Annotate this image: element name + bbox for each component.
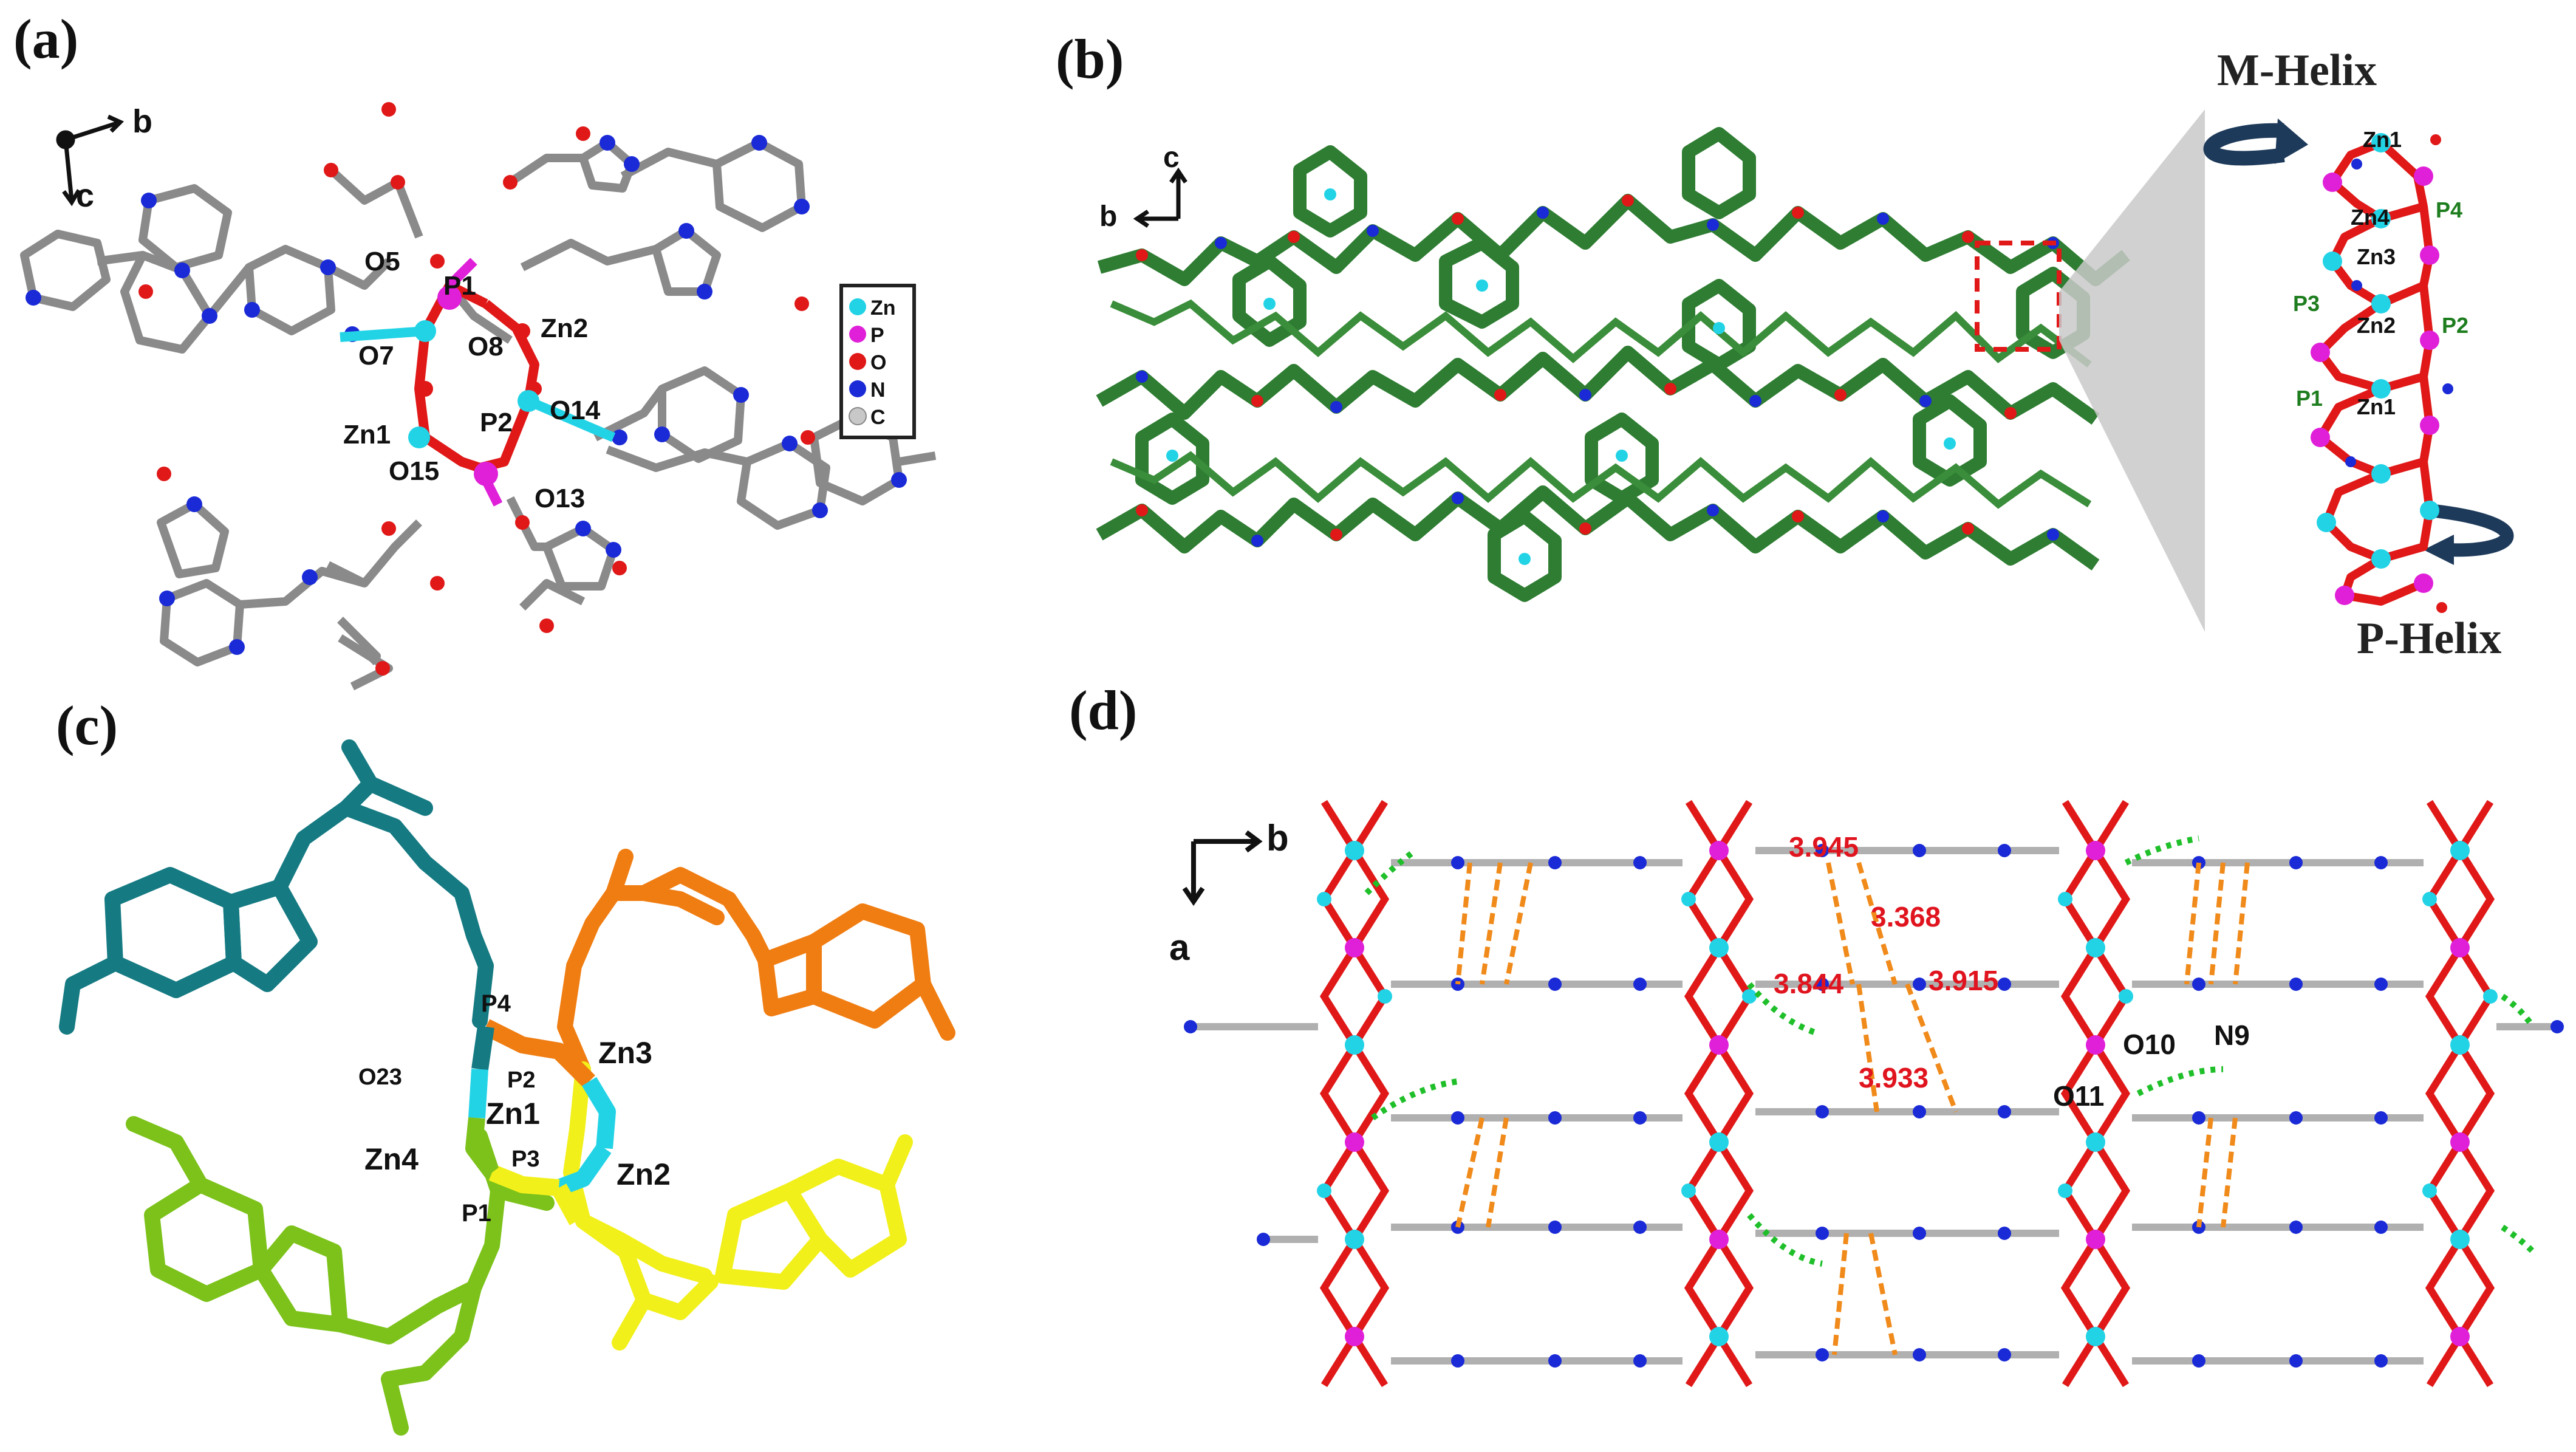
atom-label: N9: [2214, 1019, 2250, 1051]
panel-a-letter: (a): [13, 8, 78, 70]
panel-a-oxygen-atoms: [138, 102, 815, 676]
m-helix-rotation-arrow: [2203, 118, 2308, 166]
zn-label: Zn1: [2357, 394, 2396, 419]
panel-c-metal-ring: [465, 1019, 616, 1225]
p-label: P4: [2436, 197, 2462, 222]
panel-c: (c): [56, 694, 955, 1436]
atom-label: O7: [358, 341, 394, 371]
panel-a-legend: Zn P O N C: [839, 284, 916, 439]
zn-label: Zn4: [2351, 205, 2390, 230]
zn-label: Zn1: [2363, 127, 2402, 152]
panel-d-nitrogen-atoms: [1184, 844, 2564, 1368]
axis-c-label: c: [1163, 142, 1180, 174]
panel-b-framework-detail: [1110, 299, 2092, 509]
atom-label: O5: [364, 247, 400, 276]
atom-label: O15: [389, 456, 439, 486]
legend-item: C: [849, 406, 886, 429]
panel-a: (a) b c: [13, 8, 937, 691]
legend-label: P: [870, 324, 884, 347]
panel-c-labels: P4 O23 Zn3 P2 Zn1 Zn4 P3 Zn2 P1: [358, 990, 671, 1227]
panel-b-heteroatoms: [1136, 188, 2059, 565]
panel-b-axes: [1133, 167, 1187, 228]
distance-label: 3.915: [1929, 965, 1998, 996]
ring-label: O23: [358, 1064, 402, 1090]
lime-ligand-strand: [126, 1116, 555, 1436]
ring-label: Zn1: [486, 1097, 540, 1131]
atom-label: O8: [468, 332, 504, 361]
ring-label: P2: [507, 1067, 535, 1093]
zn-label: Zn3: [2357, 244, 2396, 269]
ring-label: P1: [462, 1200, 491, 1227]
p-label: P3: [2293, 291, 2320, 316]
panel-d-chain-atoms: [1317, 841, 2498, 1346]
panel-a-atom-labels: O5 P1 O8 Zn2 O7 Zn1 P2 O14 O15 O13: [343, 247, 601, 513]
p-label: P1: [2296, 386, 2323, 411]
panel-d: (d) b a: [1069, 679, 2564, 1388]
atom-label: P2: [480, 408, 513, 437]
atom-label: O11: [2053, 1080, 2104, 1112]
panel-b-letter: (b): [1056, 28, 1124, 90]
p-helix-title: P-Helix: [2357, 614, 2501, 663]
panel-d-metal-chains: [1319, 800, 2495, 1388]
orange-ligand-strand: [557, 849, 955, 1077]
legend-item: Zn: [849, 296, 896, 320]
distance-label: 3.368: [1871, 901, 1941, 933]
panel-a-axes: [56, 114, 125, 207]
axis-b-label: b: [1266, 818, 1289, 858]
yellow-ligand-strand: [563, 1061, 913, 1351]
distance-label: 3.933: [1859, 1062, 1929, 1094]
atom-label: O14: [550, 396, 601, 425]
panel-b-helix-labels: Zn1 Zn4 Zn3 Zn2 Zn1 P4 P3 P2 P1: [2293, 127, 2468, 419]
panel-d-hydrogen-bonds: [1364, 835, 2536, 1267]
distance-label: 3.844: [1774, 968, 1844, 999]
legend-item: P: [849, 324, 884, 347]
panel-d-axes: [1182, 830, 1263, 906]
m-helix-title: M-Helix: [2217, 46, 2377, 95]
atom-label: Zn1: [343, 420, 391, 450]
panel-b: (b) c b: [1056, 28, 2514, 663]
ring-label: Zn3: [598, 1036, 652, 1070]
panel-a-nitrogen-atoms: [26, 135, 907, 655]
legend-item: N: [849, 378, 886, 402]
p-helix-rotation-arrow: [2424, 504, 2514, 565]
atom-label: P1: [443, 271, 476, 301]
panel-b-helix-atoms: [2311, 133, 2453, 613]
ring-label: P3: [511, 1146, 539, 1172]
legend-label: O: [870, 351, 886, 374]
panel-a-cluster-atoms: [408, 286, 539, 486]
legend-label: Zn: [870, 296, 896, 320]
axis-c-label: c: [76, 177, 94, 214]
legend-label: C: [870, 406, 886, 429]
axis-a-label: a: [1169, 927, 1190, 968]
panel-d-pi-stacking: [1455, 861, 2250, 1355]
teal-ligand-strand: [59, 739, 494, 1035]
atom-label: O10: [2123, 1029, 2176, 1060]
ring-label: Zn2: [617, 1157, 671, 1191]
atom-label: Zn2: [541, 313, 588, 343]
ring-label: P4: [481, 990, 511, 1017]
panel-d-letter: (d): [1069, 679, 1137, 741]
axis-b-label: b: [132, 103, 152, 140]
distance-label: 3.945: [1789, 831, 1859, 863]
legend-label: N: [870, 378, 886, 402]
panel-d-distance-labels: 3.945 3.368 3.844 3.915 3.933: [1774, 831, 1998, 1094]
panel-b-zoom-wedge: [2059, 109, 2205, 632]
panel-c-letter: (c): [56, 694, 118, 756]
axis-b-label: b: [1099, 200, 1117, 233]
legend-item: O: [849, 351, 886, 374]
p-label: P2: [2442, 313, 2468, 338]
panel-d-atom-labels: O10 N9 O11: [2053, 1019, 2250, 1112]
ring-label: Zn4: [364, 1142, 419, 1176]
atom-label: O13: [535, 484, 585, 513]
zn-label: Zn2: [2357, 313, 2396, 338]
